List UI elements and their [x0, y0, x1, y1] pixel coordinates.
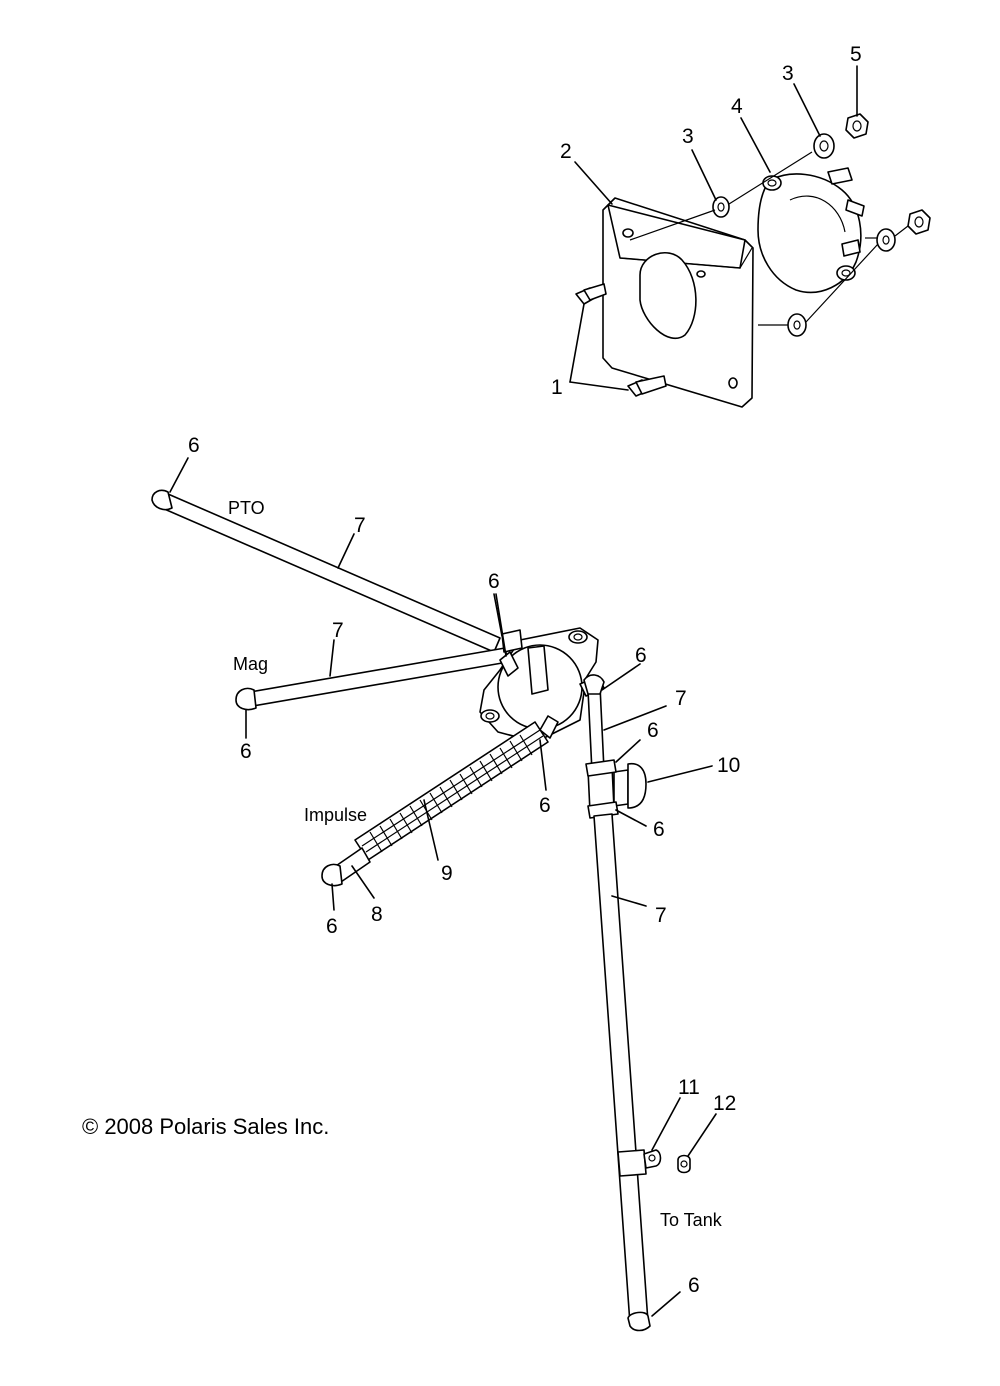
label-impulse: Impulse	[304, 805, 367, 825]
callout-4: 4	[731, 95, 743, 118]
callout-5: 5	[850, 43, 862, 66]
callout-6-valve-top: 6	[488, 570, 500, 593]
callout-3b: 3	[782, 62, 794, 85]
callout-1: 1	[551, 376, 563, 399]
right-hose-lower	[593, 813, 651, 1332]
callout-numbers: 1 2 3 3 4 5 6 6 6 6 6 6 6 6 6 7 7 7 7 8 …	[188, 43, 862, 1297]
callout-6-tank-end: 6	[688, 1274, 700, 1297]
washers	[712, 133, 896, 337]
mag-hose	[235, 647, 509, 711]
assembly-lines	[629, 151, 909, 326]
callout-6-valve-right: 6	[635, 644, 647, 667]
callout-6-clamp-lower: 6	[653, 818, 665, 841]
label-pto: PTO	[228, 498, 265, 518]
pto-hose	[151, 489, 501, 653]
callout-8: 8	[371, 903, 383, 926]
callout-11: 11	[678, 1076, 700, 1099]
valve-body	[479, 627, 605, 743]
callout-6-pto-end: 6	[188, 434, 200, 457]
fuel-pump-body	[757, 167, 865, 294]
mounting-bolts	[575, 283, 667, 397]
impulse-hose	[321, 721, 549, 887]
leader-lines	[169, 65, 858, 1317]
clip-screw	[677, 1154, 691, 1174]
callout-6-clamp-upper: 6	[647, 719, 659, 742]
callout-7-pto: 7	[354, 514, 366, 537]
nuts	[845, 113, 931, 235]
bracket-plate	[602, 197, 754, 408]
callout-12: 12	[713, 1092, 736, 1115]
hose-clip	[617, 1149, 662, 1177]
callout-10: 10	[717, 754, 740, 777]
callout-6-valve-bottom: 6	[539, 794, 551, 817]
callout-3a: 3	[682, 125, 694, 148]
callout-6-impulse-end: 6	[326, 915, 338, 938]
callout-6-mag-end: 6	[240, 740, 252, 763]
callout-7-lower-right: 7	[655, 904, 667, 927]
label-to-tank: To Tank	[660, 1210, 723, 1230]
hose-labels: PTO Mag Impulse To Tank	[228, 498, 723, 1230]
right-hose-upper	[583, 674, 605, 773]
copyright-notice: © 2008 Polaris Sales Inc.	[82, 1114, 329, 1139]
label-mag: Mag	[233, 654, 268, 674]
callout-7-mag: 7	[332, 619, 344, 642]
callout-2: 2	[560, 140, 572, 163]
callout-7-upper-right: 7	[675, 687, 687, 710]
callout-9: 9	[441, 862, 453, 885]
